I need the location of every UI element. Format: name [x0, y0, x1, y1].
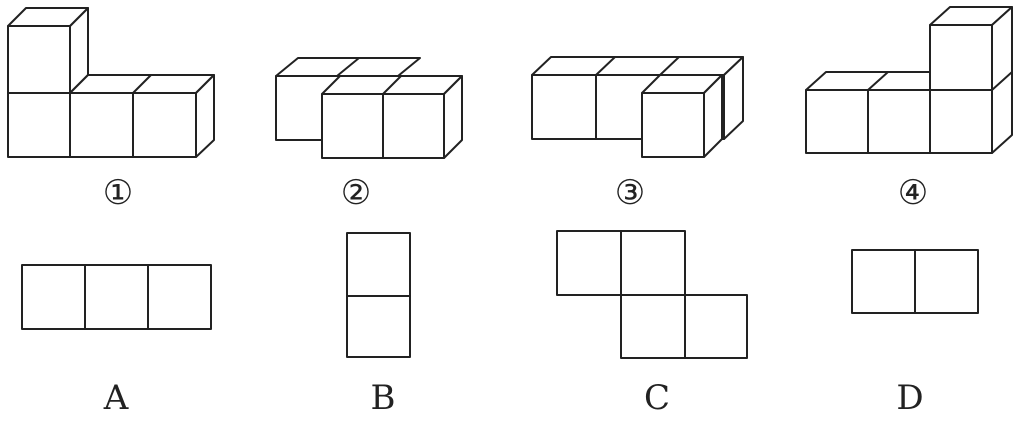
solid-3-drawing: [531, 56, 744, 158]
view-b-label: B: [370, 378, 396, 418]
view-a-drawing: [21, 264, 212, 330]
solid-2-label: ②: [340, 173, 372, 213]
solid-3-label: ③: [614, 173, 646, 213]
view-c-label: C: [643, 378, 671, 418]
solid-4-drawing: [805, 6, 1013, 154]
solid-2-drawing: [275, 57, 463, 159]
view-d-label: D: [896, 378, 924, 418]
solid-1-drawing: [7, 7, 215, 158]
solid-1-label: ①: [102, 173, 134, 213]
view-d-drawing: [851, 249, 979, 314]
view-c-drawing: [556, 230, 748, 359]
view-b-drawing: [346, 232, 411, 358]
view-a-label: A: [103, 378, 129, 418]
solid-4-label: ④: [897, 173, 929, 213]
